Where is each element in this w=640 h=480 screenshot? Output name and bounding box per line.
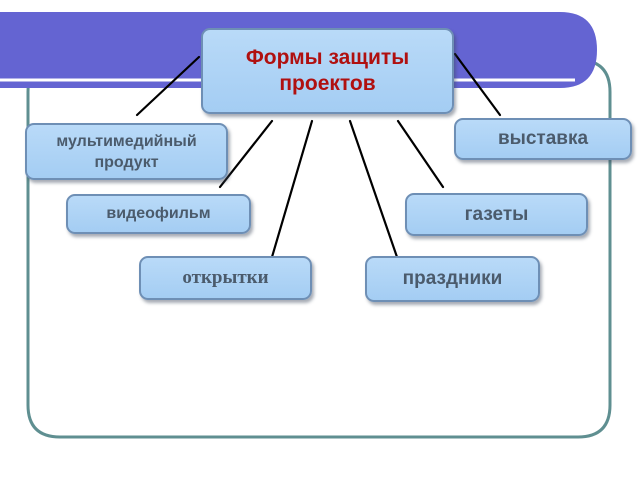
item-prazdniki-label: праздники	[402, 268, 503, 289]
connector-vystavka	[453, 52, 502, 117]
content-panel	[26, 58, 612, 439]
item-multimedia-box: мультимедийный продукт	[25, 123, 228, 180]
item-multimedia-label: мультимедийный продукт	[56, 132, 197, 171]
connector-multimedia	[135, 55, 201, 117]
title-box: Формы защиты проектов	[201, 28, 454, 114]
item-gazety-label: газеты	[464, 203, 529, 225]
connector-otkrytki	[270, 119, 314, 259]
item-prazdniki-box: праздники	[365, 256, 540, 302]
item-vystavka-box: выставка	[454, 118, 632, 160]
item-otkrytki-box: открытки	[139, 256, 312, 300]
connector-lines	[135, 52, 502, 259]
item-otkrytki-label: открытки	[182, 267, 269, 288]
connector-gazety	[396, 119, 445, 189]
title-text: Формы защиты проектов	[245, 46, 410, 95]
item-videofilm-box: видеофильм	[66, 194, 251, 234]
connector-videofilm	[218, 119, 274, 189]
item-videofilm-label: видеофильм	[106, 205, 211, 222]
connector-prazdniki	[348, 119, 399, 259]
item-vystavka-label: выставка	[497, 128, 589, 149]
item-gazety-box: газеты	[405, 193, 588, 236]
